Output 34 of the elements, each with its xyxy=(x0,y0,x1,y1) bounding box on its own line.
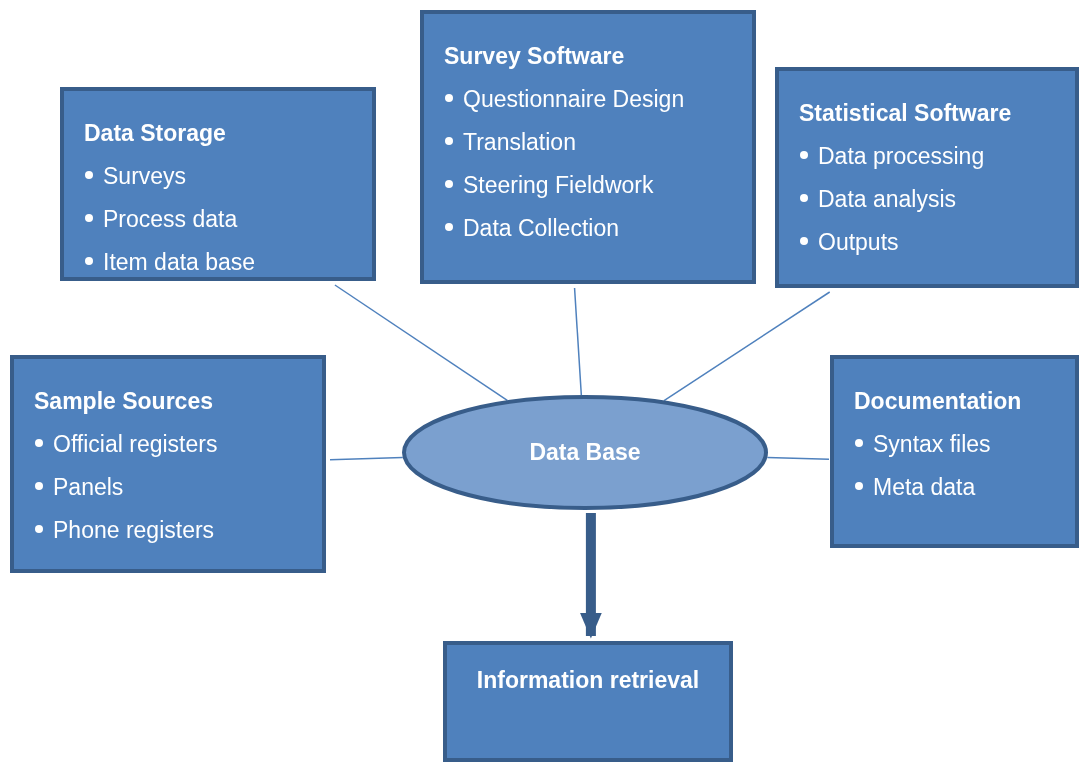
software-box xyxy=(420,10,756,284)
connector-line xyxy=(573,287,583,396)
retrieval-box xyxy=(443,641,733,762)
bullet-item: Data processing xyxy=(818,142,985,171)
heading: Data Base xyxy=(529,438,641,467)
connector-line xyxy=(329,456,404,461)
bullet-item: Translation xyxy=(463,128,576,157)
bullet-item: Questionnaire Design xyxy=(463,85,685,114)
bullet-item: Phone registers xyxy=(53,516,215,545)
sources-box xyxy=(10,355,326,573)
connector-line xyxy=(766,456,830,460)
bullet-item: Process data xyxy=(103,205,238,234)
heading: Statistical Software xyxy=(799,99,1012,128)
bullet-item: Syntax files xyxy=(873,430,991,459)
bullet-item: Meta data xyxy=(873,473,976,502)
software-box xyxy=(775,67,1079,288)
arrow xyxy=(579,513,602,639)
heading: Data Storage xyxy=(84,119,226,148)
bullet-item: Surveys xyxy=(103,162,187,191)
heading: Documentation xyxy=(854,387,1022,416)
heading: Sample Sources xyxy=(34,387,213,416)
bullet-item: Data Collection xyxy=(463,214,619,243)
heading: Survey Software xyxy=(444,42,625,71)
connector-line xyxy=(334,284,509,402)
storage-box xyxy=(60,87,376,281)
bullet-item: Item data base xyxy=(103,248,256,277)
heading: Information retrieval xyxy=(476,666,700,695)
documentation-box xyxy=(830,355,1079,548)
connector-line xyxy=(663,291,831,402)
bullet-item: Data analysis xyxy=(818,185,957,214)
bullet-item: Outputs xyxy=(818,228,899,257)
bullet-item: Official registers xyxy=(53,430,218,459)
bullet-item: Steering Fieldwork xyxy=(463,171,654,200)
bullet-item: Panels xyxy=(53,473,124,502)
